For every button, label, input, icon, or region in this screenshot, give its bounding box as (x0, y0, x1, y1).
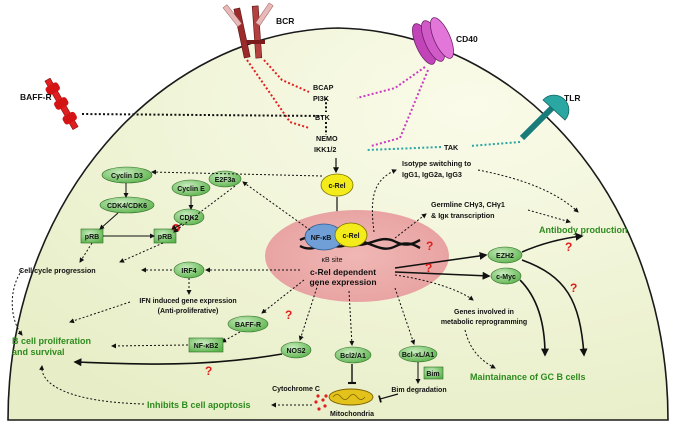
metabolic-line2: metabolic reprogramming (441, 319, 527, 326)
pi3k-label: PI3K (313, 94, 330, 103)
cd40-receptor (412, 17, 454, 65)
crel-nuclear-label: c-Rel (342, 233, 359, 240)
question-mark-2: ? (425, 261, 432, 275)
kb-site-label: κB site (321, 257, 342, 264)
ifn-line1: IFN induced gene expression (139, 298, 236, 305)
crel-label: c-Rel (328, 183, 345, 190)
cdk46-label: CDK4/CDK6 (107, 203, 147, 210)
nos2-node (280, 341, 312, 359)
nfkb2-box (188, 337, 224, 353)
nemo-label: NEMO (316, 134, 338, 143)
baffr-node-label: BAFF-R (235, 322, 261, 329)
question-mark-3: ? (565, 240, 572, 254)
antibody-outcome: Antibody production (539, 225, 627, 235)
prolif-line2: and survival (12, 347, 65, 357)
cd40-label: CD40 (456, 34, 478, 44)
germline-line2: & Igκ transcription (431, 211, 495, 220)
question-mark-4: ? (570, 281, 577, 295)
tlr-receptor (519, 94, 570, 141)
ezh2-label: EZH2 (496, 253, 514, 260)
bcap-label: BCAP (313, 83, 334, 92)
ikk-label: IKK1/2 (314, 145, 336, 154)
ezh2-node (487, 246, 523, 264)
bcl2a1-label: Bcl2/A1 (340, 353, 366, 360)
btk-label: BTK (315, 113, 331, 122)
gc-outcome: Maintainance of GC B cells (470, 372, 586, 382)
prolif-line1: B cell proliferation (12, 336, 91, 346)
baffr-label: BAFF-R (20, 92, 52, 102)
cmyc-node (490, 267, 522, 285)
e2f3a-label: E2F3a (215, 177, 236, 184)
nos2-label: NOS2 (286, 348, 305, 355)
bcr-label: BCR (276, 16, 294, 26)
cyclin-e-label: Cyclin E (177, 186, 205, 193)
bim-label: Bim (426, 371, 439, 378)
nfkb2-label: NF-κB2 (194, 343, 219, 350)
crel-node (320, 173, 354, 197)
cyclin-d3-label: Cyclin D3 (111, 173, 143, 180)
prb-label-1: pRB (85, 234, 99, 241)
bcr-receptor (222, 2, 274, 59)
bim-box (423, 366, 444, 380)
cyclin-d3-node (101, 166, 153, 184)
cytochrome-label: Cytochrome C (272, 386, 320, 393)
question-mark-6: ? (205, 364, 212, 378)
metabolic-line1: Genes involved in (454, 309, 514, 316)
mitochondria-icon (328, 388, 374, 406)
irf4-label: IRF4 (181, 268, 196, 275)
bcl2a1-node (334, 346, 372, 364)
isotype-line1: Isotype switching to (402, 159, 472, 168)
baffr-receptor (44, 77, 79, 131)
tlr-label: TLR (564, 93, 581, 103)
prb-label-2: pRB (158, 234, 172, 241)
isotype-line2: IgG1, IgG2a, IgG3 (402, 170, 462, 179)
apoptosis-outcome: Inhibits B cell apoptosis (147, 400, 251, 410)
mitochondria-label: Mitochondria (330, 411, 374, 418)
germline-line1: Germline CHγ3, CHγ1 (431, 200, 505, 209)
center-line1: c-Rel dependent (310, 267, 376, 277)
cell-cycle-progression-label: Cell cycle progression (19, 266, 96, 275)
question-mark-1: ? (426, 239, 433, 253)
ifn-line2: (Anti-proliferative) (158, 308, 219, 315)
cdk2-label: CDK2 (179, 215, 198, 222)
bclxl-label: Bcl-xL/A1 (402, 352, 434, 359)
cytochrome-dots-icon (314, 394, 328, 411)
tak-label: TAK (444, 143, 459, 152)
question-mark-5: ? (285, 308, 292, 322)
cmyc-label: c-Myc (496, 274, 516, 281)
nfkb-label: NF-κB (311, 235, 332, 242)
e2f3a-node (208, 170, 242, 188)
center-line2: gene expression (309, 277, 376, 287)
baffr-node (227, 315, 269, 333)
crel-nuclear-node (334, 222, 368, 248)
bim-deg-label: Bim degradation (391, 387, 446, 394)
